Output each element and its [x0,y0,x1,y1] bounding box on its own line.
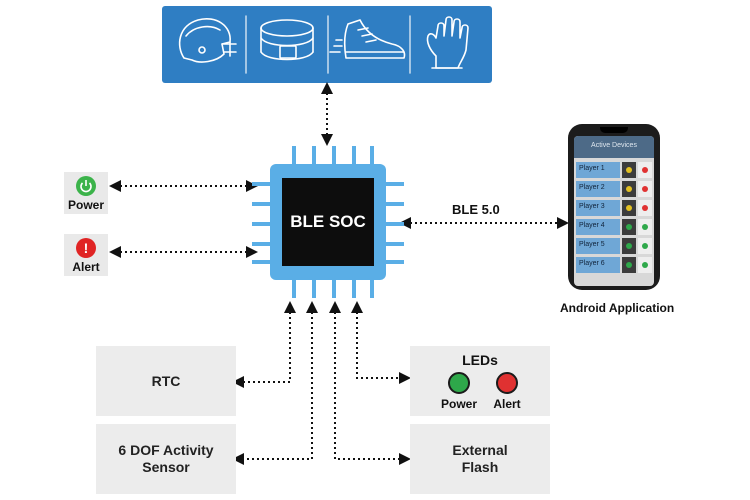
player-name: Player 1 [579,165,605,172]
shoe-icon [329,19,406,59]
power-button-label: Power [67,198,104,212]
link-flash-soc [329,301,411,465]
alert-icon: ! [76,238,96,258]
player-name: Player 6 [579,260,605,267]
player-row[interactable]: Player 2 [574,181,654,197]
link-sensor-soc [232,301,318,465]
phone-screen: Active Devices Player 1 Player 2 Player 3 P… [574,136,654,286]
player-status-led [622,162,636,178]
player-status-led [622,257,636,273]
wearables-panel [162,6,492,83]
player-name: Player 3 [579,203,605,210]
sensor-box: 6 DOF Activity Sensor [96,424,236,494]
phone-header: Active Devices [574,136,654,158]
smartphone: Active Devices Player 1 Player 2 Player 3 P… [568,124,660,290]
phone-notch [600,127,628,133]
player-row[interactable]: Player 3 [574,200,654,216]
player-name: Player 2 [579,184,605,191]
player-status-led [622,181,636,197]
player-row[interactable]: Player 1 [574,162,654,178]
player-alert-led [638,238,652,254]
alert-led [496,372,518,394]
leds-title: LEDs [462,352,498,368]
power-led-label: Power [440,397,477,411]
ble-link-label: BLE 5.0 [452,202,500,217]
link-leds-soc [351,301,411,384]
player-alert-led [638,162,652,178]
belt-icon [260,19,314,61]
power-icon [76,176,96,196]
player-alert-led [638,181,652,197]
player-status-led [622,200,636,216]
leds-box: LEDs Power Alert [410,346,550,416]
rtc-label: RTC [151,372,181,389]
player-name: Player 4 [579,222,605,229]
link-rtc-soc [232,301,296,388]
flash-label-line1: External [452,442,508,458]
player-row[interactable]: Player 4 [574,219,654,235]
rtc-box: RTC [96,346,236,416]
player-row[interactable]: Player 6 [574,257,654,273]
player-alert-led [638,200,652,216]
power-button[interactable]: Power [64,172,108,214]
flash-label-line2: Flash [461,459,499,475]
flash-box: External Flash [410,424,550,494]
phone-caption: Android Application [560,301,675,315]
sensor-label-line2: Sensor [142,459,190,475]
sensor-label-line1: 6 DOF Activity [118,442,214,458]
player-row[interactable]: Player 5 [574,238,654,254]
player-status-led [622,238,636,254]
alert-button-label: Alert [72,260,100,274]
alert-button[interactable]: ! Alert [64,234,108,276]
player-alert-led [638,219,652,235]
helmet-icon [178,18,237,63]
player-alert-led [638,257,652,273]
glove-icon [426,16,469,69]
soc-chip: BLE SOC [252,146,404,298]
player-status-led [622,219,636,235]
wearables-icons [178,15,469,74]
phone-title: Active Devices [591,142,637,149]
player-name: Player 5 [579,241,605,248]
alert-led-label: Alert [493,397,521,411]
power-led [448,372,470,394]
soc-chip-graphic [252,146,404,298]
soc-label: BLE SOC [290,212,366,231]
